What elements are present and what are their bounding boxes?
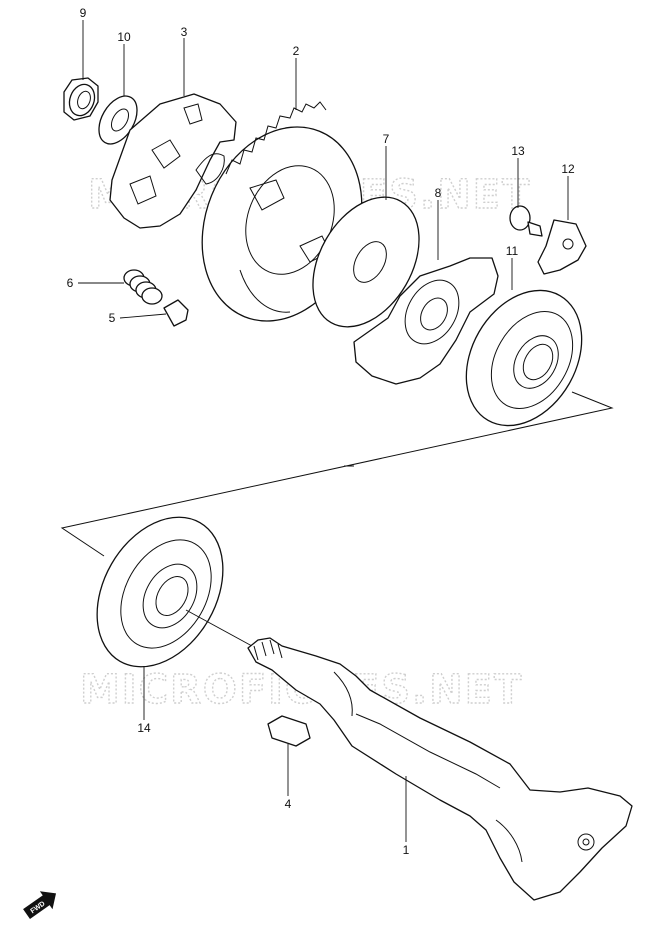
callout-11: 11 — [506, 244, 519, 258]
callout-3: 3 — [181, 25, 188, 39]
callout-10: 10 — [117, 30, 131, 44]
leader-lines — [78, 20, 569, 842]
part-6-spring[interactable] — [123, 269, 163, 305]
callout-8: 8 — [435, 186, 442, 200]
part-1-shaft[interactable] — [247, 637, 633, 901]
callout-1: 1 — [403, 843, 410, 857]
callout-9: 9 — [80, 6, 87, 20]
part-11-bearing[interactable] — [443, 270, 605, 447]
part-5-pin[interactable] — [163, 299, 189, 327]
part-9-nut[interactable] — [63, 77, 99, 121]
part-8-guide[interactable] — [353, 257, 499, 385]
callout-2: 2 — [293, 44, 300, 58]
assembly-lines — [60, 391, 614, 557]
callout-13: 13 — [511, 144, 525, 158]
part-12-plate[interactable] — [537, 219, 587, 275]
callout-5: 5 — [109, 311, 116, 325]
callout-6: 6 — [67, 276, 74, 290]
part-14-bearing[interactable] — [72, 495, 253, 690]
callout-4: 4 — [285, 797, 292, 811]
callout-12: 12 — [561, 162, 575, 176]
fwd-arrow-icon: FWD — [23, 891, 57, 919]
callout-7: 7 — [383, 132, 390, 146]
callout-14: 14 — [137, 721, 151, 735]
part-3-ratchet[interactable] — [109, 93, 237, 229]
part-7-washer[interactable] — [291, 178, 441, 345]
part-4-key[interactable] — [267, 715, 311, 747]
part-13-bolt[interactable] — [509, 205, 543, 237]
